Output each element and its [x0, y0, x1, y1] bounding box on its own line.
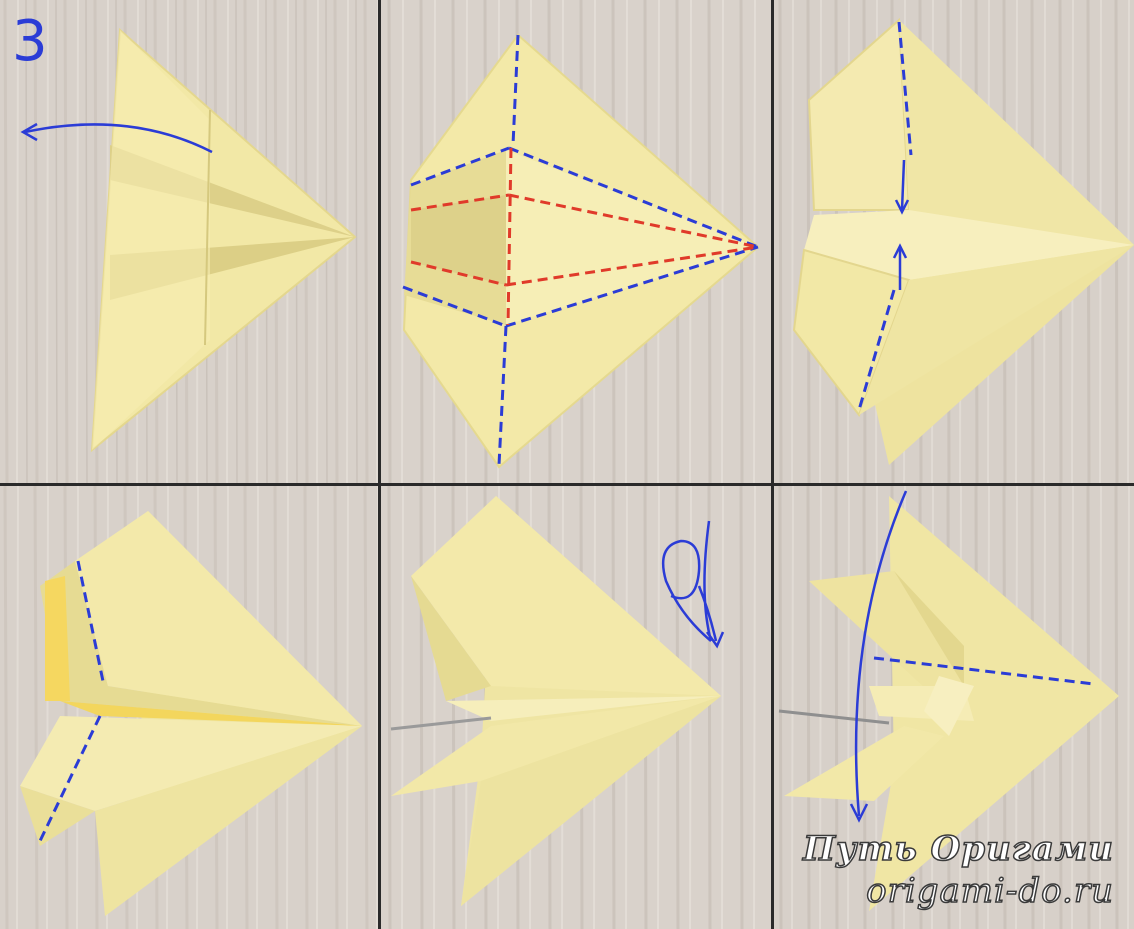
panel-illustration	[0, 486, 378, 929]
watermark-url: origami-do.ru	[803, 871, 1114, 911]
panel-step-3e	[381, 486, 771, 929]
panel-illustration	[381, 486, 771, 929]
panel-illustration	[381, 0, 771, 483]
panel-step-3d	[0, 486, 378, 929]
panel-step-3b	[381, 0, 771, 483]
panel-illustration	[0, 0, 378, 483]
panel-step-3c	[774, 0, 1134, 483]
watermark-title: Путь Оригами	[803, 829, 1114, 869]
watermark: Путь Оригами origami-do.ru	[803, 829, 1114, 911]
step-number-label: 3	[12, 14, 48, 70]
panel-step-3a: 3	[0, 0, 378, 483]
panel-illustration	[774, 0, 1134, 483]
panel-step-3f: Путь Оригами origami-do.ru	[774, 486, 1134, 929]
